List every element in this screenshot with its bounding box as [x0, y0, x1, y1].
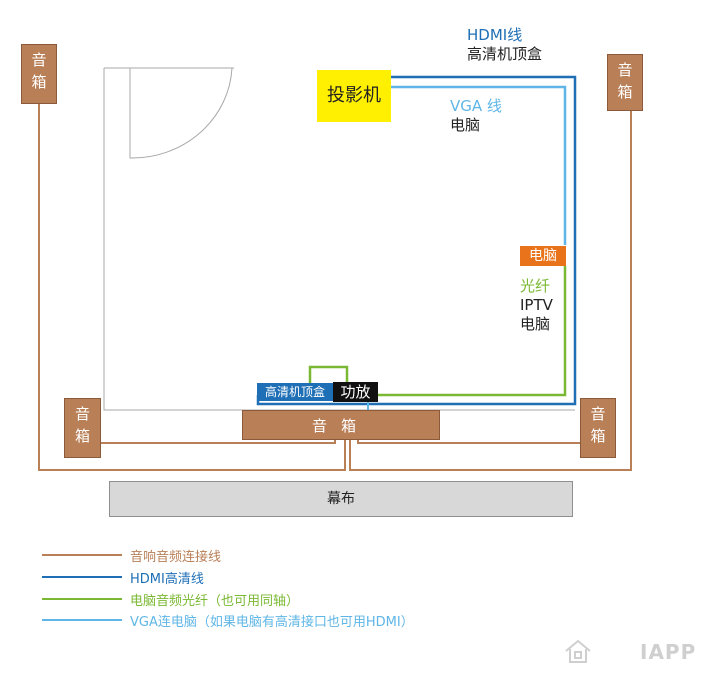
speaker-top-right: 音 箱	[607, 54, 643, 111]
legend-swatch	[42, 619, 122, 621]
vga-line-label: VGA 线	[450, 97, 502, 115]
legend-swatch	[42, 554, 122, 556]
speaker-bottom-right: 音 箱	[580, 398, 616, 458]
vga-source-label: 电脑	[450, 116, 481, 134]
amplifier: 功放	[333, 382, 378, 402]
speaker-label-char: 箱	[617, 83, 633, 101]
speaker-label-char: 音	[74, 405, 90, 423]
home-logo-icon	[563, 638, 603, 666]
hdmi-cable	[256, 75, 577, 406]
center-speaker: 音箱	[242, 410, 440, 440]
speaker-top-left: 音 箱	[21, 44, 57, 104]
legend-label: VGA连电脑（如果电脑有高清接口也可用HDMI）	[130, 615, 414, 630]
iptv-label: IPTV	[520, 296, 553, 314]
legend-label: 音响音频连接线	[130, 550, 222, 565]
speaker-label-char: 音	[31, 51, 47, 69]
audio-cable-top-right	[349, 110, 632, 471]
legend-label: 电脑音频光纤（也可用同轴）	[130, 594, 300, 609]
legend-label: HDMI高清线	[130, 572, 204, 587]
speaker-label-char: 箱	[74, 427, 90, 445]
speaker-label-char: 箱	[590, 427, 606, 445]
speaker-label-char: 音	[590, 405, 606, 423]
hdmi-line-label: HDMI线	[467, 26, 523, 44]
hdmi-source-label: 高清机顶盒	[467, 45, 543, 63]
optical-source-label: 电脑	[520, 315, 551, 333]
projection-screen: 幕布	[109, 481, 573, 517]
legend-swatch	[42, 576, 122, 578]
audio-cable-top-left	[38, 103, 346, 471]
optical-loop	[308, 365, 349, 383]
optical-line-label: 光纤	[520, 277, 551, 295]
pc-device-tag: 电脑	[520, 246, 566, 266]
legend-swatch	[42, 598, 122, 600]
settop-box: 高清机顶盒	[257, 383, 333, 401]
door-arc	[129, 67, 233, 159]
speaker-bottom-left: 音 箱	[64, 398, 101, 458]
optical-cable	[378, 266, 567, 397]
speaker-label-char: 箱	[31, 73, 47, 91]
vga-cable	[390, 85, 567, 245]
projector: 投影机	[317, 70, 391, 122]
speaker-label-char: 音	[617, 61, 633, 79]
watermark-text: IAPP	[640, 640, 697, 664]
